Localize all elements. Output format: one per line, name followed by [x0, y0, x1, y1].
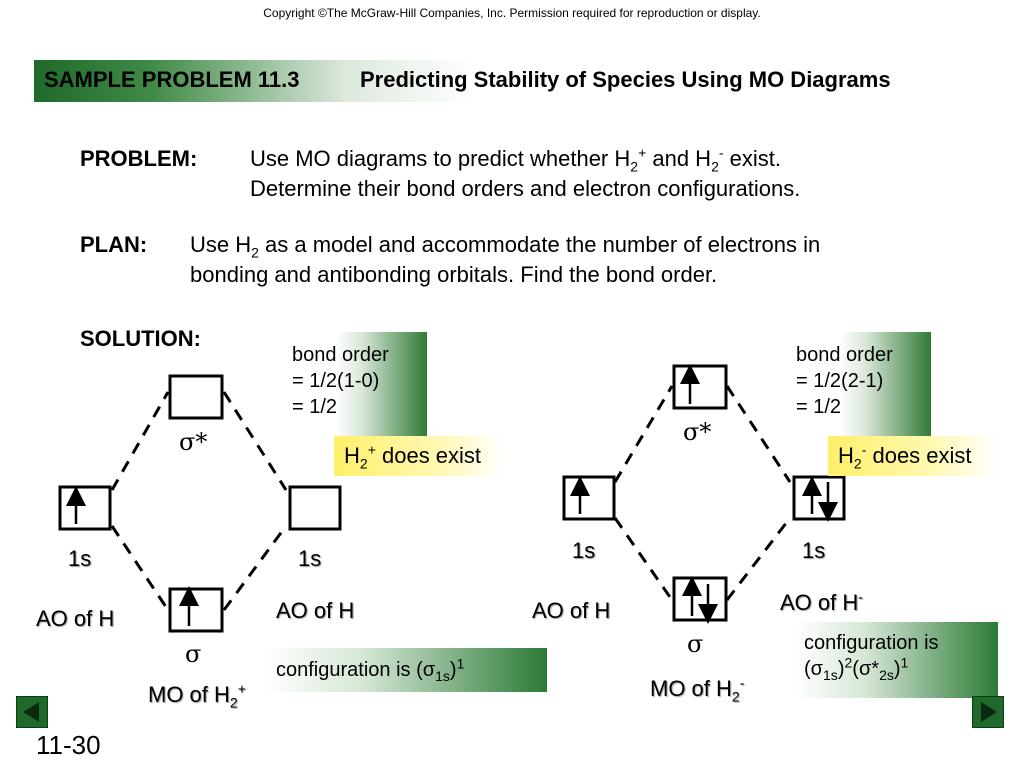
left-sigma-label: σ	[185, 640, 202, 668]
left-bond-order-line: = 1/2(1-0)	[292, 370, 380, 392]
left-sigma-orbital-box	[168, 587, 224, 633]
right-ao-right-orbital-label: 1s	[802, 538, 826, 563]
right-ao-left-label: AO of H	[532, 598, 611, 623]
left-correlation-lines	[110, 391, 288, 611]
right-bond-order-line: bond order	[796, 344, 893, 366]
left-ao-left-box	[58, 485, 112, 531]
left-existence-verdict: H2+ does exist	[334, 436, 504, 476]
sample-problem-number: SAMPLE PROBLEM 11.3	[44, 67, 300, 92]
right-sigma-orbital-box	[672, 576, 728, 622]
title-band	[34, 60, 1010, 102]
right-ao-left-orbital-label: 1s	[572, 538, 596, 563]
right-bond-order-line: = 1/2	[796, 396, 842, 418]
previous-slide-icon	[23, 702, 39, 722]
left-ao-left-label: AO of H	[36, 606, 115, 631]
right-ao-left-box	[562, 475, 616, 521]
right-sigma-label: σ	[687, 630, 704, 658]
problem-text: Use MO diagrams to predict whether H2+ a…	[250, 144, 801, 201]
next-slide-button[interactable]	[972, 696, 1004, 728]
slide-number: 11-30	[36, 730, 101, 760]
right-mo-label: MO of H2-	[650, 674, 745, 705]
right-sigma-star-label: σ*	[683, 418, 712, 446]
left-ao-right-label: AO of H	[276, 598, 355, 623]
right-ao-right-label: AO of H-	[780, 588, 863, 615]
left-ao-left-orbital-label: 1s	[68, 546, 92, 571]
sample-problem-title: Predicting Stability of Species Using MO…	[360, 67, 891, 92]
right-ao-right-box	[792, 475, 846, 521]
left-bond-order-line: bond order	[292, 344, 389, 366]
plan-label: PLAN:	[80, 232, 148, 257]
left-bond-order-line: = 1/2	[292, 396, 338, 418]
solution-label: SOLUTION:	[80, 326, 201, 351]
right-bond-order-line: = 1/2(2-1)	[796, 370, 884, 392]
previous-slide-button[interactable]	[16, 696, 48, 728]
right-configuration-box: configuration is (σ1s)2(σ*2s)1	[794, 622, 998, 698]
left-ao-right-box	[288, 485, 342, 531]
left-mo-label: MO of H2+	[148, 680, 246, 711]
copyright-notice: Copyright ©The McGraw-Hill Companies, In…	[263, 6, 761, 20]
left-configuration-box: configuration is (σ1s)1	[264, 648, 547, 692]
next-slide-icon	[981, 702, 997, 722]
right-existence-verdict: H2- does exist	[828, 436, 998, 476]
plan-text: Use H2 as a model and accommodate the nu…	[190, 232, 821, 287]
left-sigma-star-label: σ*	[179, 428, 208, 456]
left-sigma-star-orbital-box	[168, 374, 224, 420]
right-sigma-star-orbital-box	[672, 364, 728, 410]
problem-label: PROBLEM:	[80, 146, 198, 171]
right-correlation-lines	[613, 385, 792, 601]
left-ao-right-orbital-label: 1s	[298, 546, 322, 571]
